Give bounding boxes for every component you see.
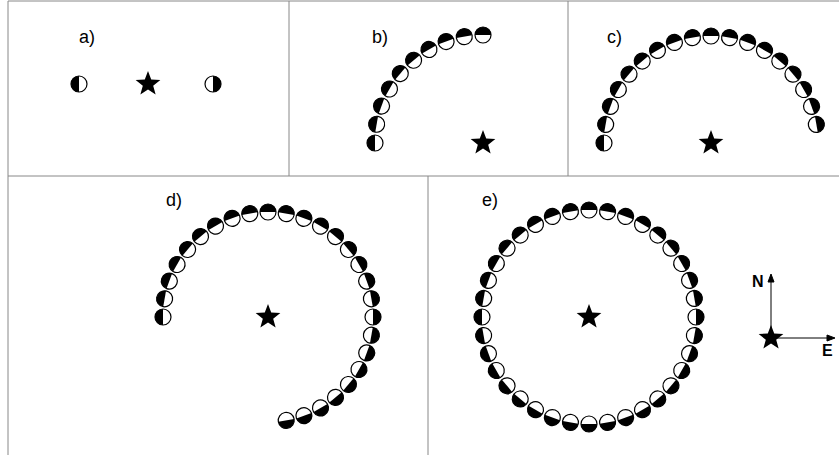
- moon-symbol: [737, 32, 758, 53]
- moon-symbol: [474, 289, 493, 308]
- moon-symbol: [679, 270, 700, 291]
- moon-symbol: [155, 309, 171, 325]
- moon-symbol: [367, 115, 386, 134]
- moon-symbol: [685, 326, 704, 345]
- moon-symbol: [277, 411, 296, 430]
- moon-symbol: [598, 413, 617, 432]
- star-symbol: [577, 304, 602, 328]
- moon-symbol: [632, 213, 654, 235]
- compass-arrow: [771, 338, 831, 339]
- star-symbol: [471, 130, 496, 154]
- moon-symbol: [367, 135, 383, 151]
- panel-border: [8, 1, 839, 2]
- moon-symbol: [664, 32, 685, 53]
- moon-symbol: [542, 206, 563, 227]
- panel-border: [8, 176, 839, 177]
- moon-symbol: [478, 270, 499, 291]
- moon-symbol: [418, 39, 440, 61]
- moon-symbol: [720, 28, 739, 47]
- panel-border: [568, 1, 569, 176]
- moon-symbol: [615, 407, 636, 428]
- arrow-head: [768, 274, 774, 282]
- star-symbol: [256, 304, 281, 328]
- moon-symbol: [596, 135, 612, 151]
- moon-symbol: [474, 326, 493, 345]
- moon-symbol: [581, 416, 597, 432]
- moon-group: [71, 27, 826, 432]
- moon-symbol: [793, 79, 815, 101]
- moon-symbol: [600, 96, 621, 117]
- moon-symbol: [475, 27, 491, 43]
- moon-symbol: [561, 202, 580, 221]
- moon-symbol: [241, 204, 260, 223]
- moon-symbol: [205, 215, 227, 237]
- star-group: [136, 71, 784, 349]
- arrow-head: [827, 335, 835, 341]
- panel-label: a): [79, 28, 95, 46]
- moon-symbol: [371, 96, 392, 117]
- compass: [768, 274, 835, 341]
- moon-symbol: [155, 290, 174, 309]
- moon-symbol: [615, 206, 636, 227]
- moon-symbol: [365, 309, 381, 325]
- panel-borders: [8, 1, 839, 455]
- moon-symbol: [71, 76, 87, 92]
- moon-symbol: [478, 343, 499, 364]
- moon-symbol: [356, 343, 377, 364]
- moon-symbol: [647, 39, 669, 61]
- moon-symbol: [260, 204, 276, 220]
- moon-symbol: [362, 326, 381, 345]
- moon-symbol: [685, 289, 704, 308]
- compass-arrow: [771, 278, 772, 338]
- moon-symbol: [474, 309, 490, 325]
- panel-border: [428, 176, 429, 455]
- panel-border: [8, 1, 9, 455]
- moon-symbol: [348, 254, 370, 276]
- moon-symbol: [525, 399, 547, 421]
- moon-symbol: [683, 28, 702, 47]
- panel-label: c): [607, 28, 622, 46]
- moon-symbol: [801, 96, 822, 117]
- moon-symbol: [703, 28, 719, 44]
- star-symbol: [136, 71, 161, 95]
- moon-symbol: [159, 271, 180, 292]
- panel-label: b): [372, 28, 388, 46]
- moon-symbol: [205, 76, 221, 92]
- moon-symbol: [581, 202, 597, 218]
- panel-border: [289, 1, 290, 176]
- moon-symbol: [356, 271, 377, 292]
- moon-symbol: [688, 309, 704, 325]
- moon-symbol: [679, 343, 700, 364]
- moon-symbol: [294, 405, 315, 426]
- moon-symbol: [294, 208, 315, 229]
- moon-symbol: [222, 208, 243, 229]
- moon-symbol: [561, 413, 580, 432]
- moon-symbol: [598, 202, 617, 221]
- panel-label: e): [482, 191, 498, 209]
- moon-symbol: [436, 31, 457, 52]
- moon-symbol: [807, 115, 826, 134]
- moon-symbol: [455, 27, 474, 46]
- moon-symbol: [310, 397, 332, 419]
- moon-symbol: [671, 360, 693, 382]
- moon-symbol: [277, 204, 296, 223]
- star-symbol: [699, 130, 724, 154]
- compass-label: E: [822, 343, 833, 359]
- moon-symbol: [362, 290, 381, 309]
- moon-symbol: [485, 253, 507, 275]
- compass-label: N: [752, 274, 764, 290]
- moon-symbol: [542, 407, 563, 428]
- moon-symbol: [596, 115, 615, 134]
- panel-label: d): [166, 191, 182, 209]
